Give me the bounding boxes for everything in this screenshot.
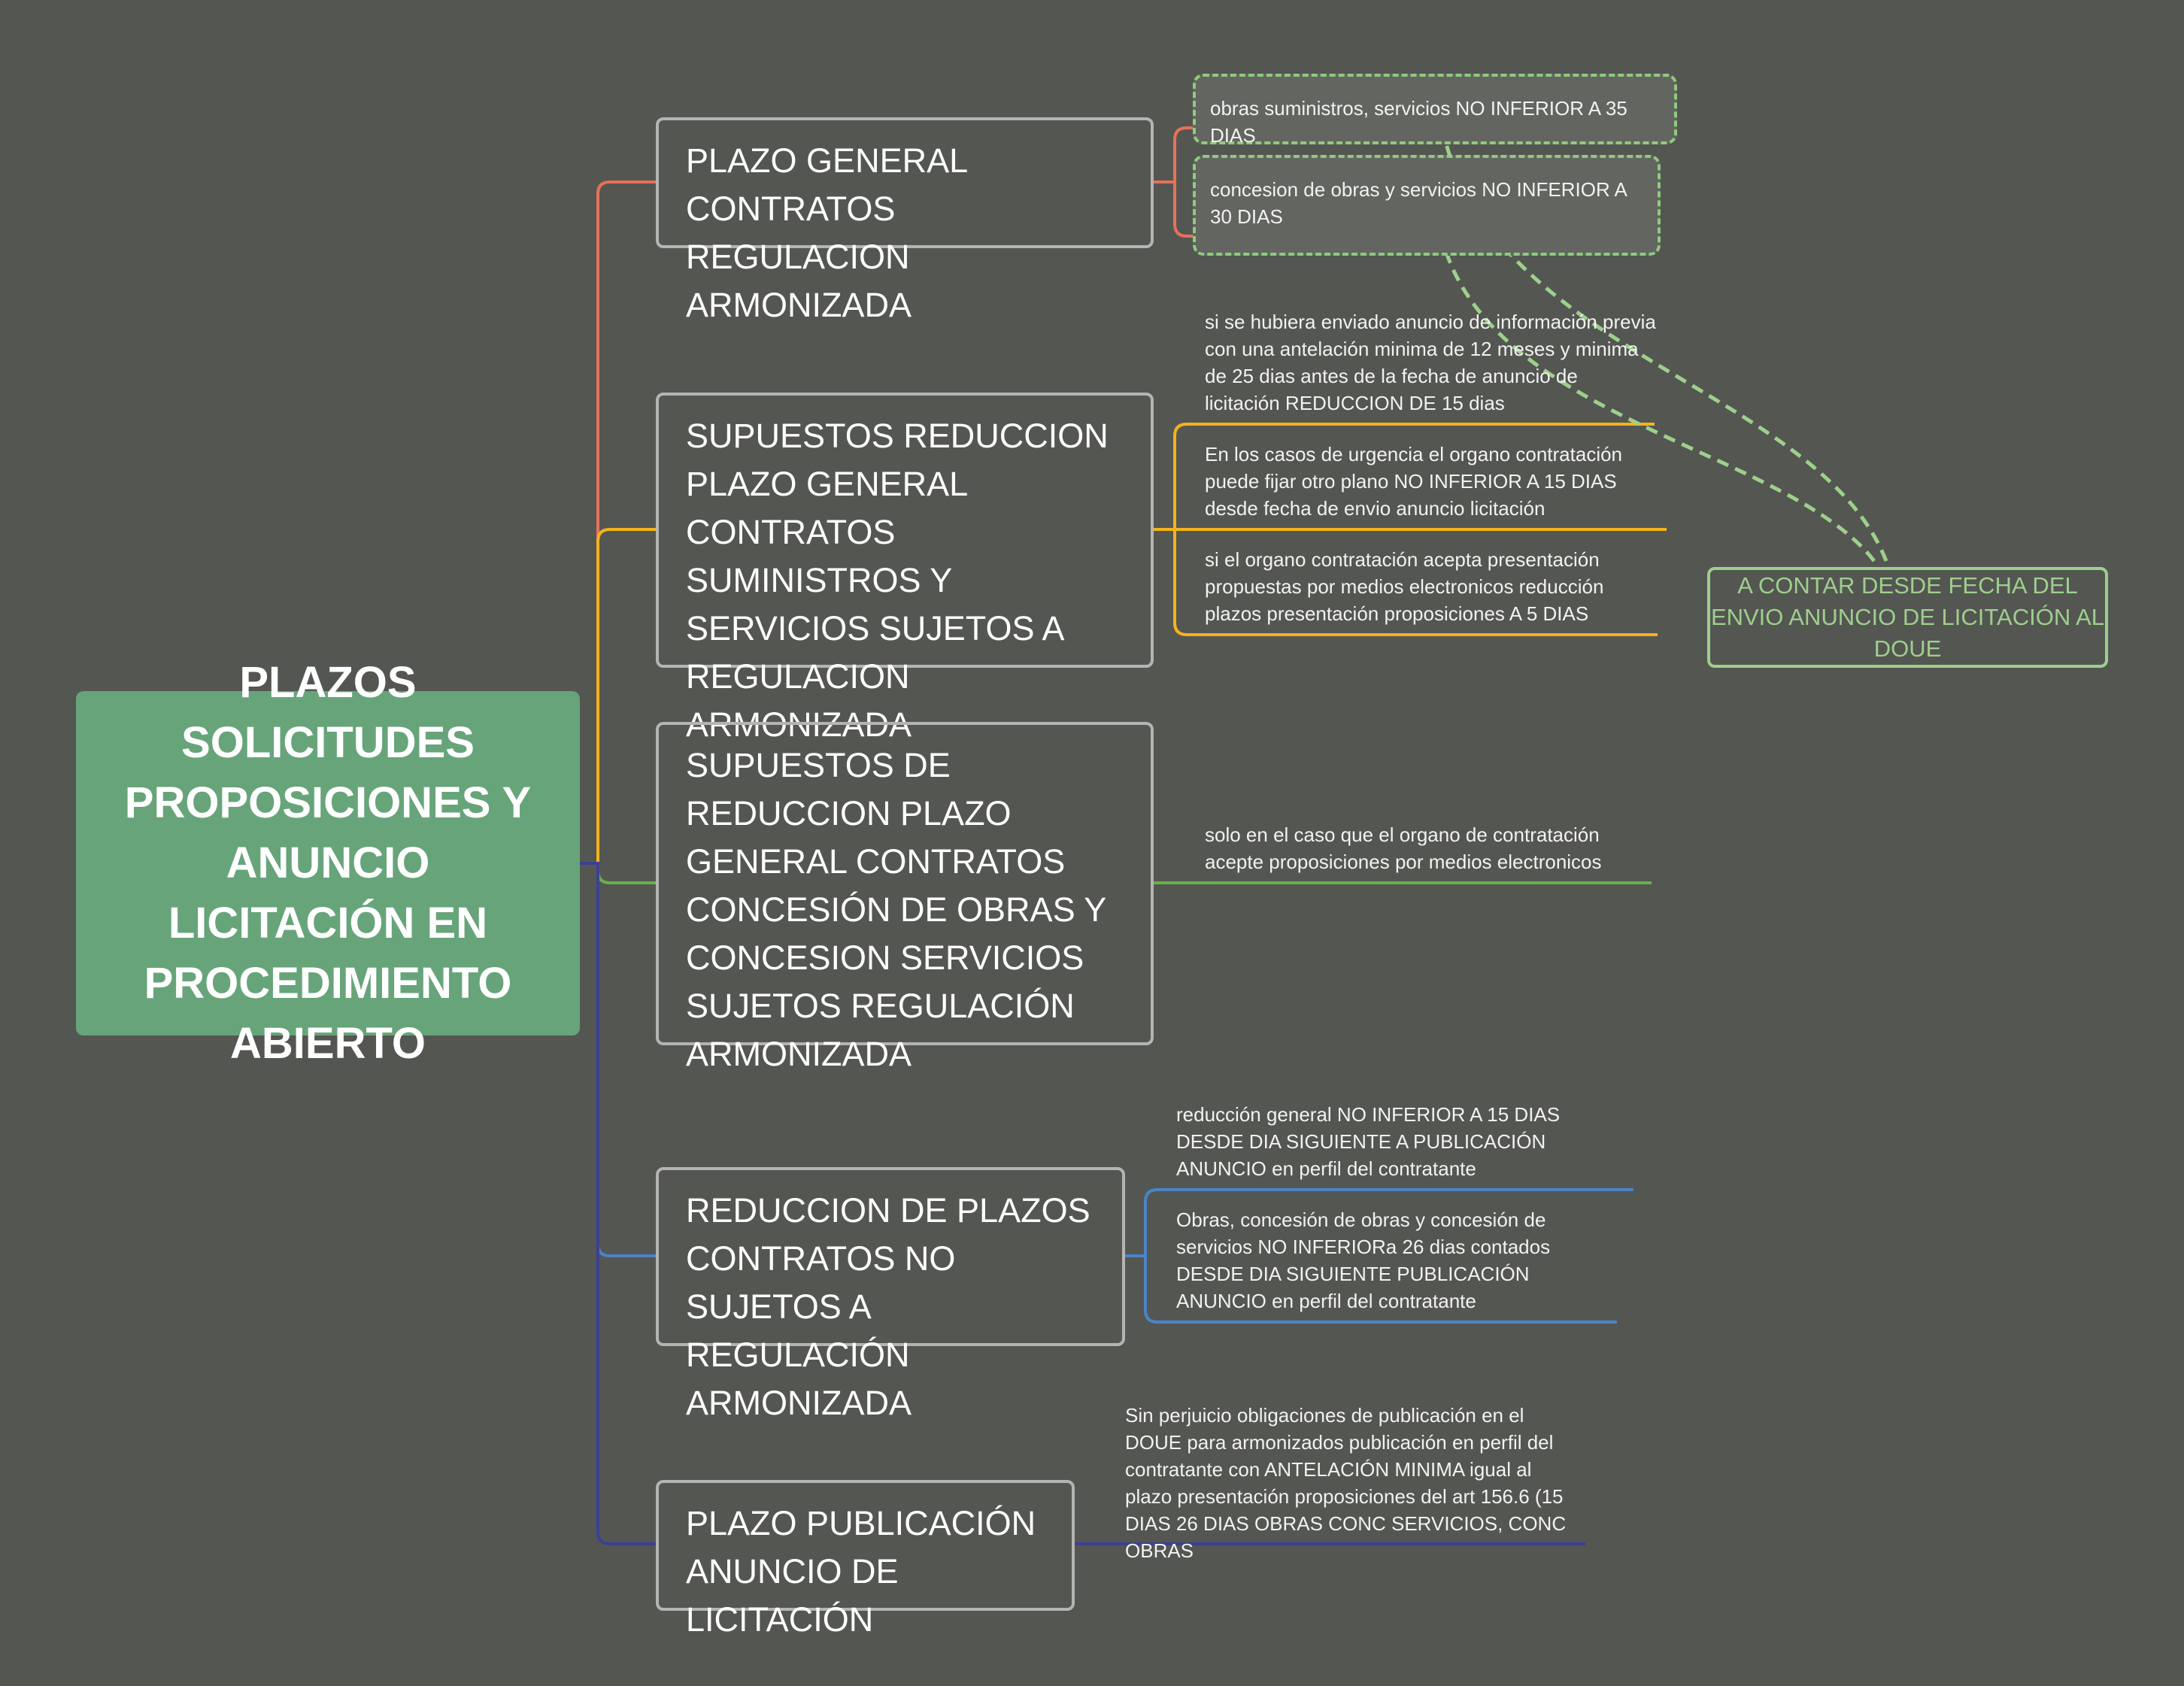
branch-label: REDUCCION DE PLAZOS CONTRATOS NO SUJETOS… bbox=[686, 1191, 1090, 1422]
leaf-medios-electronicos[interactable]: si el organo contratación acepta present… bbox=[1205, 546, 1656, 627]
branch-reduccion-concesiones[interactable]: SUPUESTOS DE REDUCCION PLAZO GENERAL CON… bbox=[656, 722, 1154, 1073]
connector-root-branch-3 bbox=[596, 863, 656, 884]
branch-label: PLAZO PUBLICACIÓN ANUNCIO DE LICITACIÓN bbox=[686, 1504, 1036, 1639]
leaf-label: Obras, concesión de obras y concesión de… bbox=[1176, 1208, 1551, 1312]
connector-branch-1-leaf-2 bbox=[1173, 182, 1644, 238]
connector-root-branch-2 bbox=[596, 528, 656, 863]
leaf-label: si se hubiera enviado anuncio de informa… bbox=[1205, 311, 1656, 414]
branch-label: PLAZO GENERAL CONTRATOS REGULACION ARMON… bbox=[686, 141, 967, 324]
branch-publicacion-anuncio[interactable]: PLAZO PUBLICACIÓN ANUNCIO DE LICITACIÓN bbox=[656, 1480, 1075, 1639]
root-topic[interactable]: PLAZOS SOLICITUDES PROPOSICIONES Y ANUNC… bbox=[76, 658, 580, 1068]
branch-no-sujetos-regulacion[interactable]: REDUCCION DE PLAZOS CONTRATOS NO SUJETOS… bbox=[656, 1167, 1125, 1422]
leaf-label: si el organo contratación acepta present… bbox=[1205, 548, 1604, 625]
leaf-anuncio-informacion-previa[interactable]: si se hubiera enviado anuncio de informa… bbox=[1205, 308, 1656, 417]
connector-branch-1-leaf-1 bbox=[1154, 126, 1662, 183]
leaf-obras-suministros-servicios[interactable]: obras suministros, servicios NO INFERIOR… bbox=[1193, 74, 1677, 147]
callout-fecha-envio-doue[interactable]: A CONTAR DESDE FECHA DEL ENVIO ANUNCIO D… bbox=[1707, 567, 2108, 668]
root-topic-label: PLAZOS SOLICITUDES PROPOSICIONES Y ANUNC… bbox=[124, 658, 532, 1068]
leaf-label: En los casos de urgencia el organo contr… bbox=[1205, 443, 1623, 520]
leaf-publicacion-doue[interactable]: Sin perjuicio obligaciones de publicació… bbox=[1125, 1402, 1576, 1564]
connector-branch-2-leaf-3 bbox=[1173, 529, 1658, 636]
leaf-reduccion-general[interactable]: reducción general NO INFERIOR A 15 DIAS … bbox=[1176, 1101, 1627, 1182]
relationship-arrow-2 bbox=[1441, 241, 1876, 563]
leaf-label: reducción general NO INFERIOR A 15 DIAS … bbox=[1176, 1103, 1561, 1180]
callout-label: A CONTAR DESDE FECHA DEL ENVIO ANUNCIO D… bbox=[1710, 572, 2105, 662]
branch-label: SUPUESTOS REDUCCION PLAZO GENERAL CONTRA… bbox=[686, 417, 1109, 744]
connector-branch-2-leaf-1 bbox=[1154, 423, 1655, 531]
branch-reduccion-suministros-servicios[interactable]: SUPUESTOS REDUCCION PLAZO GENERAL CONTRA… bbox=[656, 393, 1154, 744]
connector-branch-4-leaf-2 bbox=[1144, 1256, 1617, 1324]
connector-root-branch-5 bbox=[580, 862, 656, 1545]
connector-root-branch-4 bbox=[596, 863, 656, 1257]
leaf-solo-medios-electronicos[interactable]: solo en el caso que el organo de contrat… bbox=[1205, 821, 1656, 875]
leaf-urgencia[interactable]: En los casos de urgencia el organo contr… bbox=[1205, 441, 1656, 522]
branch-plazo-general[interactable]: PLAZO GENERAL CONTRATOS REGULACION ARMON… bbox=[656, 117, 1154, 324]
leaf-obras-concesiones-26-dias[interactable]: Obras, concesión de obras y concesión de… bbox=[1176, 1206, 1620, 1315]
leaf-label: obras suministros, servicios NO INFERIOR… bbox=[1210, 97, 1627, 147]
branch-label: SUPUESTOS DE REDUCCION PLAZO GENERAL CON… bbox=[686, 746, 1106, 1073]
leaf-label: concesion de obras y servicios NO INFERI… bbox=[1210, 178, 1627, 228]
leaf-label: solo en el caso que el organo de contrat… bbox=[1205, 823, 1602, 873]
connector-branch-4-leaf-1 bbox=[1125, 1188, 1633, 1257]
connector-root-branch-1 bbox=[580, 180, 656, 865]
leaf-label: Sin perjuicio obligaciones de publicació… bbox=[1125, 1404, 1567, 1562]
leaf-concesion-obras-servicios[interactable]: concesion de obras y servicios NO INFERI… bbox=[1193, 155, 1661, 256]
